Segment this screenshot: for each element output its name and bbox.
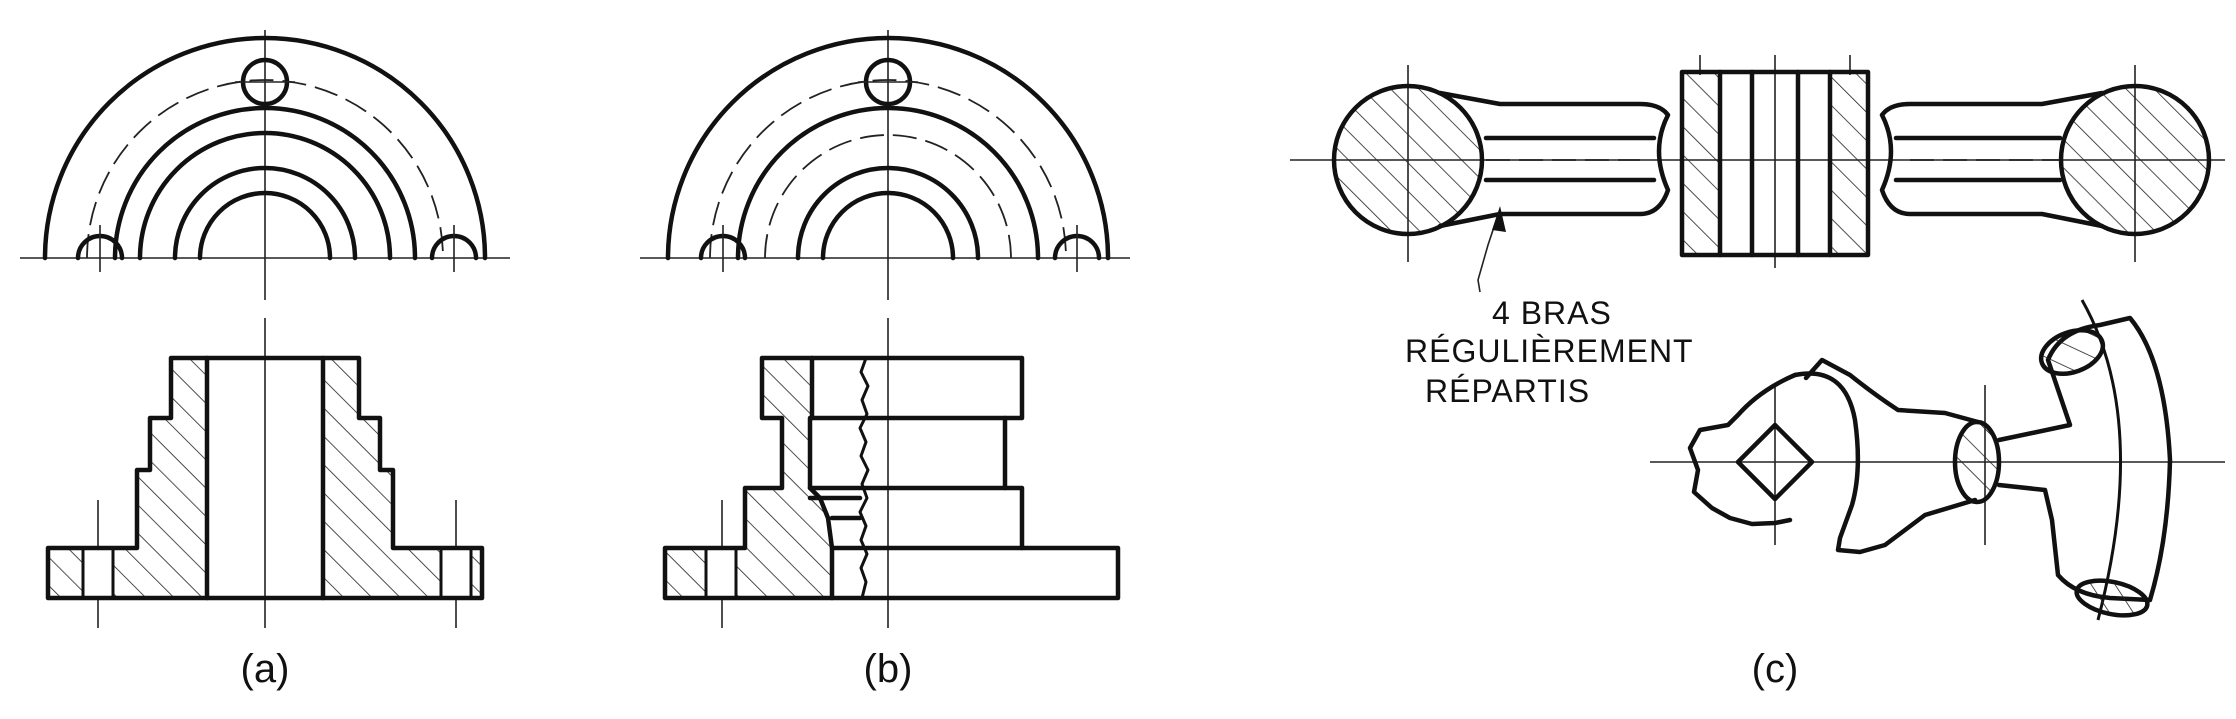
label-b: (b)	[864, 647, 913, 691]
note-line-1: 4 BRAS	[1492, 295, 1612, 331]
view-b-half-section	[662, 318, 1121, 628]
note-line-3: RÉPARTIS	[1425, 373, 1590, 409]
label-a: (a)	[241, 647, 290, 691]
view-b-top-half-plan	[640, 30, 1130, 300]
view-c-detail-view	[1650, 299, 2225, 621]
view-c: 4 BRAS RÉGULIÈREMENT RÉPARTIS (c)	[1290, 55, 2225, 691]
label-c: (c)	[1752, 647, 1799, 691]
view-b: (b)	[640, 30, 1130, 691]
view-c-section-view	[1290, 55, 2225, 293]
view-a: (a)	[20, 30, 510, 691]
view-a-top-half-plan	[20, 30, 510, 300]
view-a-section	[45, 318, 485, 628]
view-c-note: 4 BRAS RÉGULIÈREMENT RÉPARTIS	[1405, 295, 1694, 409]
note-line-2: RÉGULIÈREMENT	[1405, 333, 1694, 369]
